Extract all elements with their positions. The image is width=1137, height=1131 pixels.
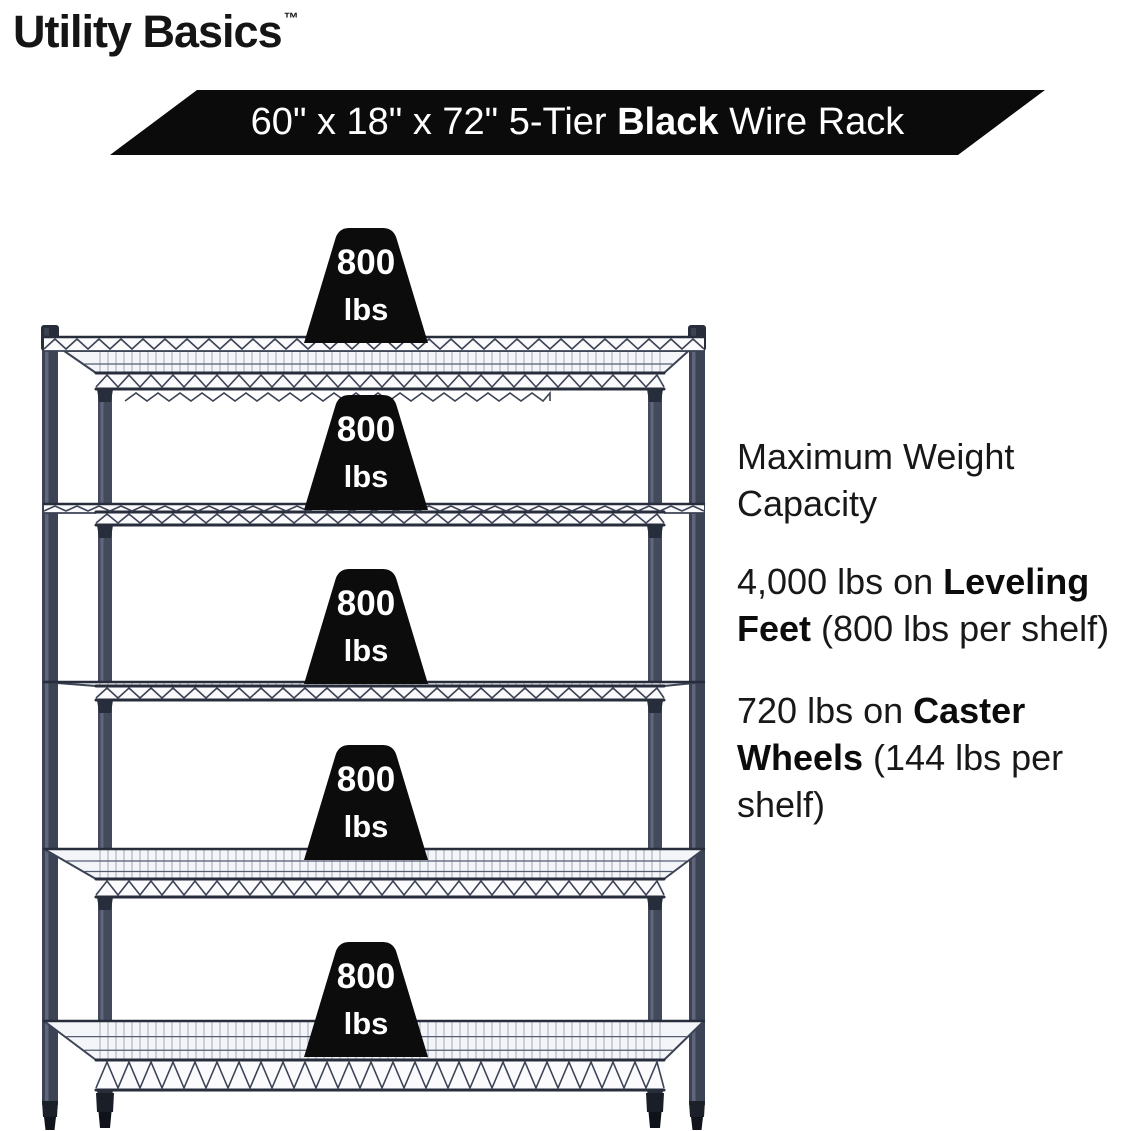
shelf-tier-3 — [42, 680, 706, 713]
front-post — [98, 383, 112, 1097]
shelf-tier-1 — [42, 335, 706, 402]
caster-bold: Caster Wheels — [737, 690, 1026, 778]
banner-text-suffix: Wire Rack — [718, 101, 905, 143]
leveling-foot — [689, 1101, 705, 1117]
trademark-symbol: ™ — [283, 10, 299, 27]
leveling-foot — [646, 1093, 664, 1112]
leveling-foot — [42, 1101, 58, 1117]
leveling-feet-capacity: 4,000 lbs on Leveling Feet (800 lbs per … — [737, 558, 1137, 652]
weight-badge-1: 800 lbs — [304, 228, 428, 343]
badge-value: 800 — [337, 957, 395, 996]
caster-wheels-capacity: 720 lbs on Caster Wheels (144 lbs per sh… — [737, 687, 1137, 828]
badge-unit: lbs — [344, 292, 389, 327]
badge-unit: lbs — [344, 809, 389, 844]
weight-badge-2: 800 lbs — [304, 395, 428, 510]
badge-value: 800 — [337, 760, 395, 799]
leveling-bold: Leveling Feet — [737, 561, 1090, 649]
back-post — [689, 331, 705, 1105]
leveling-post: (800 lbs per shelf) — [811, 608, 1110, 649]
brand-name: Utility Basics — [13, 6, 283, 57]
badge-unit: lbs — [344, 633, 389, 668]
caster-post: (144 lbs per shelf) — [737, 737, 1064, 825]
banner-text-highlight: Black — [617, 101, 719, 143]
badge-value: 800 — [337, 243, 395, 282]
wire-rack-illustration: 800 lbs 800 lbs 800 lbs 800 lbs 800 lbs — [41, 228, 706, 1130]
badge-value: 800 — [337, 584, 395, 623]
badge-unit: lbs — [344, 459, 389, 494]
shelf-tier-5 — [42, 1019, 706, 1103]
leveling-pre: 4,000 lbs on — [737, 561, 944, 602]
front-post — [648, 383, 662, 1097]
leveling-foot — [96, 1093, 114, 1112]
back-post — [42, 331, 58, 1105]
weight-badge-3: 800 lbs — [304, 569, 428, 684]
badge-unit: lbs — [344, 1006, 389, 1041]
capacity-heading: Maximum Weight Capacity — [737, 436, 1015, 524]
weight-badge-4: 800 lbs — [304, 745, 428, 860]
caster-pre: 720 lbs on — [737, 690, 914, 731]
badge-value: 800 — [337, 410, 395, 449]
capacity-info: Maximum Weight Capacity 4,000 lbs on Lev… — [737, 433, 1137, 828]
banner-text-prefix: 60" x 18" x 72" 5-Tier — [250, 101, 618, 143]
title-banner: 60" x 18" x 72" 5-Tier Black Wire Rack — [110, 90, 1045, 155]
shelf-tier-4 — [42, 847, 706, 910]
weight-badge-5: 800 lbs — [304, 942, 428, 1057]
